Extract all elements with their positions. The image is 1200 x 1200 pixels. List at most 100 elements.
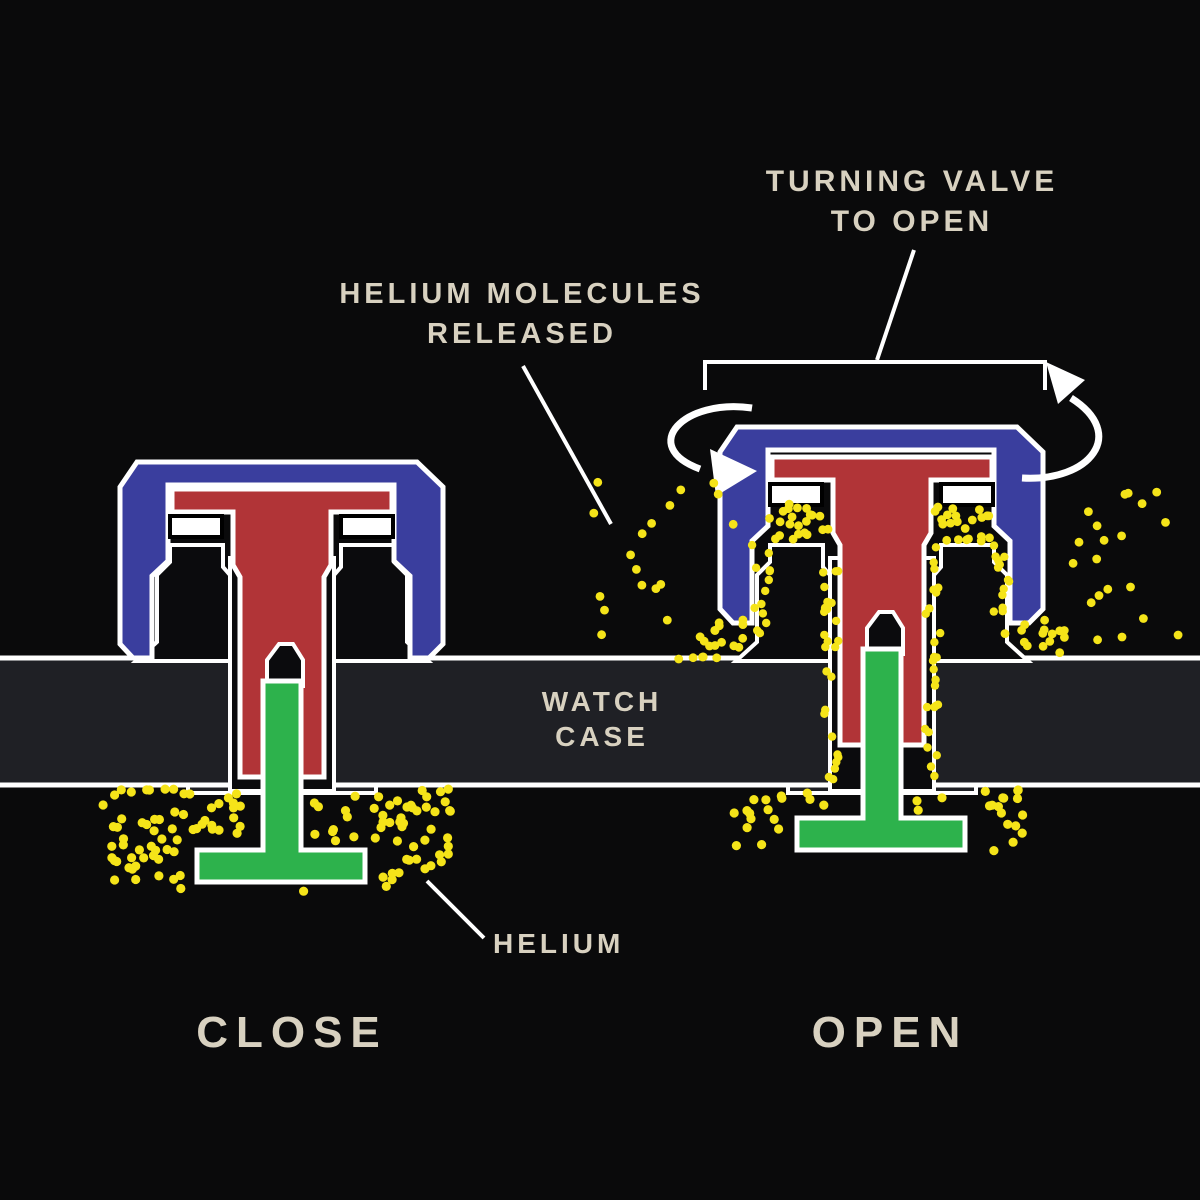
helium-molecule-dot <box>392 836 402 846</box>
helium-molecule-dot <box>948 504 958 513</box>
helium-molecule-dot <box>185 789 195 799</box>
helium-molecule-dot <box>402 854 412 865</box>
helium-molecule-dot <box>126 787 136 797</box>
helium-molecule-dot <box>934 583 943 592</box>
helium-molecule-dot <box>967 515 977 525</box>
helium-molecule-dot <box>137 818 147 828</box>
helium-molecule-dot <box>1117 531 1126 541</box>
helium-molecule-dot <box>930 638 939 647</box>
helium-molecule-dot <box>705 641 714 651</box>
helium-molecule-dot <box>712 653 722 663</box>
helium-molecule-dot <box>1117 632 1127 642</box>
helium-molecule-dot <box>802 517 811 526</box>
watch-case-label-line1: WATCH <box>542 686 663 717</box>
helium-molecule-dot <box>738 633 748 643</box>
helium-molecule-dot <box>962 535 972 545</box>
helium-molecule-dot <box>820 582 829 592</box>
helium-molecule-dot <box>178 809 189 820</box>
helium-molecule-dot <box>443 849 453 859</box>
helium-molecule-dot <box>385 800 395 810</box>
helium-molecule-dot <box>761 586 770 596</box>
helium-molecule-dot <box>235 801 245 811</box>
helium-molecule-dot <box>709 478 719 488</box>
helium-molecule-dot <box>777 793 787 803</box>
helium-molecule-dot <box>1092 554 1102 564</box>
helium-molecule-dot <box>827 732 837 741</box>
helium-molecule-dot <box>757 599 766 609</box>
helium-molecule-dot <box>176 883 186 894</box>
valve-closed <box>117 459 446 885</box>
gasket-left-open <box>768 482 824 507</box>
helium-molecule-dot <box>1068 558 1078 568</box>
helium-molecule-dot <box>834 636 843 646</box>
helium-molecule-dot <box>929 665 938 674</box>
helium-molecule-dot <box>1045 637 1055 646</box>
helium-molecule-dot <box>937 515 946 524</box>
helium-molecule-dot <box>1093 635 1102 645</box>
helium-molecule-dot <box>589 508 599 518</box>
helium-molecule-dot <box>1137 499 1147 508</box>
helium-molecule-dot <box>1120 489 1130 499</box>
helium-molecule-dot <box>815 511 825 521</box>
turning-valve-leader-line <box>875 249 916 361</box>
helium-molecule-dot <box>832 757 841 767</box>
helium-molecule-dot <box>688 653 698 663</box>
helium-molecule-dot <box>231 789 242 799</box>
helium-molecule-dot <box>112 822 122 832</box>
helium-molecule-dot <box>960 524 970 533</box>
helium-molecule-dot <box>600 605 609 615</box>
rotate-arrow-left-arc <box>667 403 753 473</box>
turning-valve-label-line2: TO OPEN <box>831 205 993 238</box>
helium-molecule-dot <box>807 510 817 520</box>
helium-molecule-dot <box>931 701 941 710</box>
helium-molecule-dot <box>1161 518 1170 527</box>
helium-molecule-dot <box>1126 582 1135 592</box>
helium-molecule-dot <box>157 834 167 844</box>
helium-molecule-dot <box>1012 793 1023 804</box>
helium-molecule-dot <box>394 868 404 878</box>
helium-molecule-dot <box>131 861 141 871</box>
helium-molecule-dot <box>426 824 436 834</box>
helium-molecule-dot <box>595 592 605 601</box>
helium-molecule-dot <box>821 705 830 714</box>
helium-leader-line <box>425 879 486 940</box>
helium-molecule-dot <box>1039 625 1049 635</box>
gasket-right-closed <box>339 514 395 539</box>
helium-molecule-dot <box>926 762 936 771</box>
helium-molecule-dot <box>392 796 403 806</box>
valve-stem-open <box>769 454 995 748</box>
helium-molecule-dot <box>764 575 773 585</box>
helium-molecule-dot <box>1000 629 1010 638</box>
helium-molecule-dot <box>235 821 245 832</box>
helium-molecule-dot <box>134 845 144 855</box>
helium-molecule-dot <box>637 529 647 539</box>
helium-molecule-dot <box>717 637 726 647</box>
helium-molecule-dot <box>942 535 952 545</box>
rotate-arrow-right-arc <box>1021 395 1103 482</box>
helium-molecule-dot <box>1040 615 1049 625</box>
helium-molecule-dot <box>409 842 419 852</box>
helium-molecule-dot <box>763 805 773 815</box>
valve-stem-closed <box>169 486 395 780</box>
helium-molecule-dot <box>924 728 933 737</box>
crown-cap-closed <box>117 459 446 661</box>
helium-molecule-dot <box>742 823 752 833</box>
helium-molecule-dot <box>932 751 941 760</box>
helium-molecule-dot <box>1074 537 1084 547</box>
helium-molecule-dot <box>985 533 994 543</box>
helium-molecule-dot <box>420 864 430 874</box>
state-label-close: CLOSE <box>196 1008 388 1057</box>
helium-molecule-dot <box>440 797 450 807</box>
helium-molecule-dot <box>761 795 771 805</box>
helium-molecule-dot <box>1152 487 1162 497</box>
helium-molecule-dot <box>328 825 338 835</box>
helium-molecule-dot <box>420 835 430 845</box>
helium-molecule-dot <box>299 886 309 896</box>
helium-molecule-dot <box>729 808 739 818</box>
helium-molecule-dot <box>984 801 995 811</box>
helium-molecule-dot <box>1013 785 1023 795</box>
helium-molecule-dot <box>435 787 446 797</box>
watch-case-band <box>0 655 1200 788</box>
helium-molecule-dot <box>1004 577 1014 586</box>
helium-molecule-dot <box>946 518 955 528</box>
